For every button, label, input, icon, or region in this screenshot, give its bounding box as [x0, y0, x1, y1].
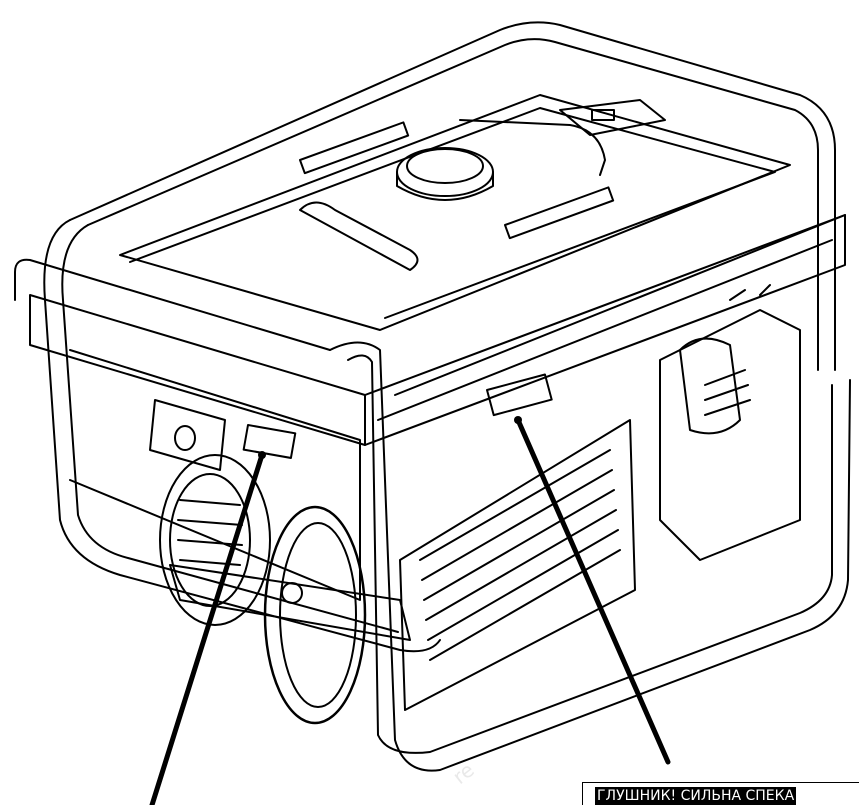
muffler-warning-label: ГЛУШНИК! СИЛЬНА СПЕКА	[595, 787, 797, 805]
leader-lines	[149, 417, 671, 805]
engine	[659, 284, 801, 561]
side-panel	[29, 214, 846, 711]
leader-dot-right	[514, 416, 522, 424]
leader-dot-left	[258, 451, 266, 459]
fuel-tank	[119, 94, 791, 331]
muffler-callout-box: ГЛУШНИК! СИЛЬНА СПЕКА	[582, 782, 859, 805]
alternator-cover	[159, 454, 411, 725]
leader-line-left	[149, 452, 265, 805]
tubular-frame	[14, 21, 851, 772]
fuel-cap-icon	[396, 147, 494, 201]
leader-line-right	[515, 417, 671, 765]
